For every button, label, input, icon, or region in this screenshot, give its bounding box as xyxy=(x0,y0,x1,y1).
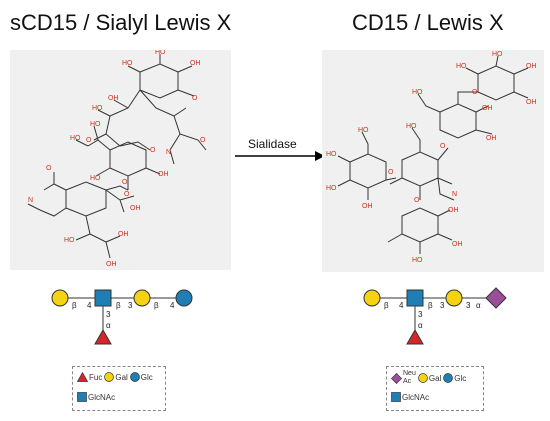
svg-text:OH: OH xyxy=(362,203,373,210)
legend-label-fuc: Fuc xyxy=(89,372,103,382)
galactose-legend-icon xyxy=(104,372,115,382)
legend-right: Neu Ac Gal Glc GlcNAc xyxy=(386,366,484,411)
bond-label: 4 xyxy=(170,301,175,310)
bond-label: β xyxy=(72,301,77,310)
galactose-symbol xyxy=(133,289,151,307)
legend-label-gal: Gal xyxy=(115,372,128,382)
legend-label-ac: Ac xyxy=(403,378,412,385)
fucose-legend-icon xyxy=(77,372,88,382)
svg-text:O: O xyxy=(388,169,394,176)
legend-label-neuac: Neu Ac xyxy=(403,370,416,386)
svg-text:OH: OH xyxy=(130,205,141,212)
svg-text:O: O xyxy=(414,197,420,204)
bond-label: 4 xyxy=(399,301,404,310)
legend-left: Fuc Gal Glc GlcNAc xyxy=(72,366,166,411)
glycan-diagram-right: β 4 β 3 3 α 3 α xyxy=(363,287,507,345)
bond-label: 3 xyxy=(466,301,471,310)
svg-text:OH: OH xyxy=(108,95,119,102)
bond-label: 4 xyxy=(87,301,92,310)
svg-text:HO: HO xyxy=(64,237,75,244)
fucose-symbol xyxy=(94,328,112,345)
svg-text:HO: HO xyxy=(70,135,81,142)
bond-label: α xyxy=(106,321,111,330)
svg-text:HO: HO xyxy=(90,175,101,182)
svg-text:HO: HO xyxy=(155,50,166,56)
galactose-symbol xyxy=(445,289,463,307)
glucose-legend-icon xyxy=(129,372,140,382)
svg-text:HO: HO xyxy=(492,51,503,58)
svg-text:O: O xyxy=(192,95,198,102)
svg-text:O: O xyxy=(150,147,156,154)
bond-label: β xyxy=(154,301,159,310)
svg-text:N: N xyxy=(452,191,457,198)
glcnac-symbol xyxy=(94,289,112,307)
svg-text:HO: HO xyxy=(326,151,337,158)
svg-text:HO: HO xyxy=(326,185,337,192)
bond-label: 3 xyxy=(440,301,445,310)
svg-text:HO: HO xyxy=(90,121,101,128)
bond-label: α xyxy=(476,301,481,310)
legend-label-glc: Glc xyxy=(454,373,467,383)
svg-text:N: N xyxy=(166,149,171,156)
svg-text:HO: HO xyxy=(456,63,467,70)
svg-text:O: O xyxy=(46,165,52,172)
glucose-symbol xyxy=(175,289,193,307)
svg-text:HO: HO xyxy=(92,105,103,112)
bond-label: 3 xyxy=(106,310,111,319)
svg-text:OH: OH xyxy=(482,105,493,112)
svg-text:OH: OH xyxy=(526,99,537,106)
neuac-legend-icon xyxy=(391,372,402,384)
svg-text:OH: OH xyxy=(452,241,463,248)
svg-text:O: O xyxy=(440,143,446,150)
legend-label-gal: Gal xyxy=(428,373,442,383)
svg-text:OH: OH xyxy=(526,63,537,70)
glcnac-legend-icon xyxy=(391,392,401,402)
bond-label: β xyxy=(116,301,121,310)
svg-text:HO: HO xyxy=(406,123,417,130)
svg-text:OH: OH xyxy=(448,207,459,214)
glcnac-symbol xyxy=(406,289,424,307)
legend-label-neu: Neu xyxy=(403,370,416,377)
galactose-symbol xyxy=(363,289,381,307)
svg-text:HO: HO xyxy=(122,60,133,67)
glycan-diagram-left: β 4 β 3 β 4 3 α xyxy=(51,289,193,345)
fucose-symbol xyxy=(406,328,424,345)
title-right: CD15 / Lewis X xyxy=(352,10,504,35)
svg-text:O: O xyxy=(86,137,92,144)
glucose-legend-icon xyxy=(443,373,454,383)
svg-text:HO: HO xyxy=(358,127,369,134)
svg-text:HO: HO xyxy=(412,89,423,96)
galactose-symbol xyxy=(51,289,69,307)
svg-text:OH: OH xyxy=(190,60,201,67)
svg-text:OH: OH xyxy=(106,261,117,268)
legend-label-glcnac: GlcNAc xyxy=(402,392,430,402)
svg-text:O: O xyxy=(200,137,206,144)
svg-text:N: N xyxy=(28,197,33,204)
bond-label: α xyxy=(418,321,423,330)
bond-label: 3 xyxy=(418,310,423,319)
title-left: sCD15 / Sialyl Lewis X xyxy=(10,10,232,35)
svg-text:OH: OH xyxy=(118,231,129,238)
svg-text:OH: OH xyxy=(158,171,169,178)
svg-text:OH: OH xyxy=(486,135,497,142)
svg-text:O: O xyxy=(124,191,130,198)
legend-label-glcnac: GlcNAc xyxy=(88,392,116,402)
galactose-legend-icon xyxy=(417,373,428,383)
svg-text:O: O xyxy=(122,179,128,186)
bond-label: β xyxy=(428,301,433,310)
svg-text:O: O xyxy=(472,89,478,96)
bond-label: 3 xyxy=(128,301,133,310)
enzyme-label: Sialidase xyxy=(248,137,297,151)
glcnac-legend-icon xyxy=(77,392,87,402)
bond-label: β xyxy=(384,301,389,310)
legend-label-glc: Glc xyxy=(140,372,153,382)
neuac-symbol xyxy=(485,287,507,309)
svg-text:HO: HO xyxy=(412,257,423,264)
reaction-arrow xyxy=(235,151,325,161)
